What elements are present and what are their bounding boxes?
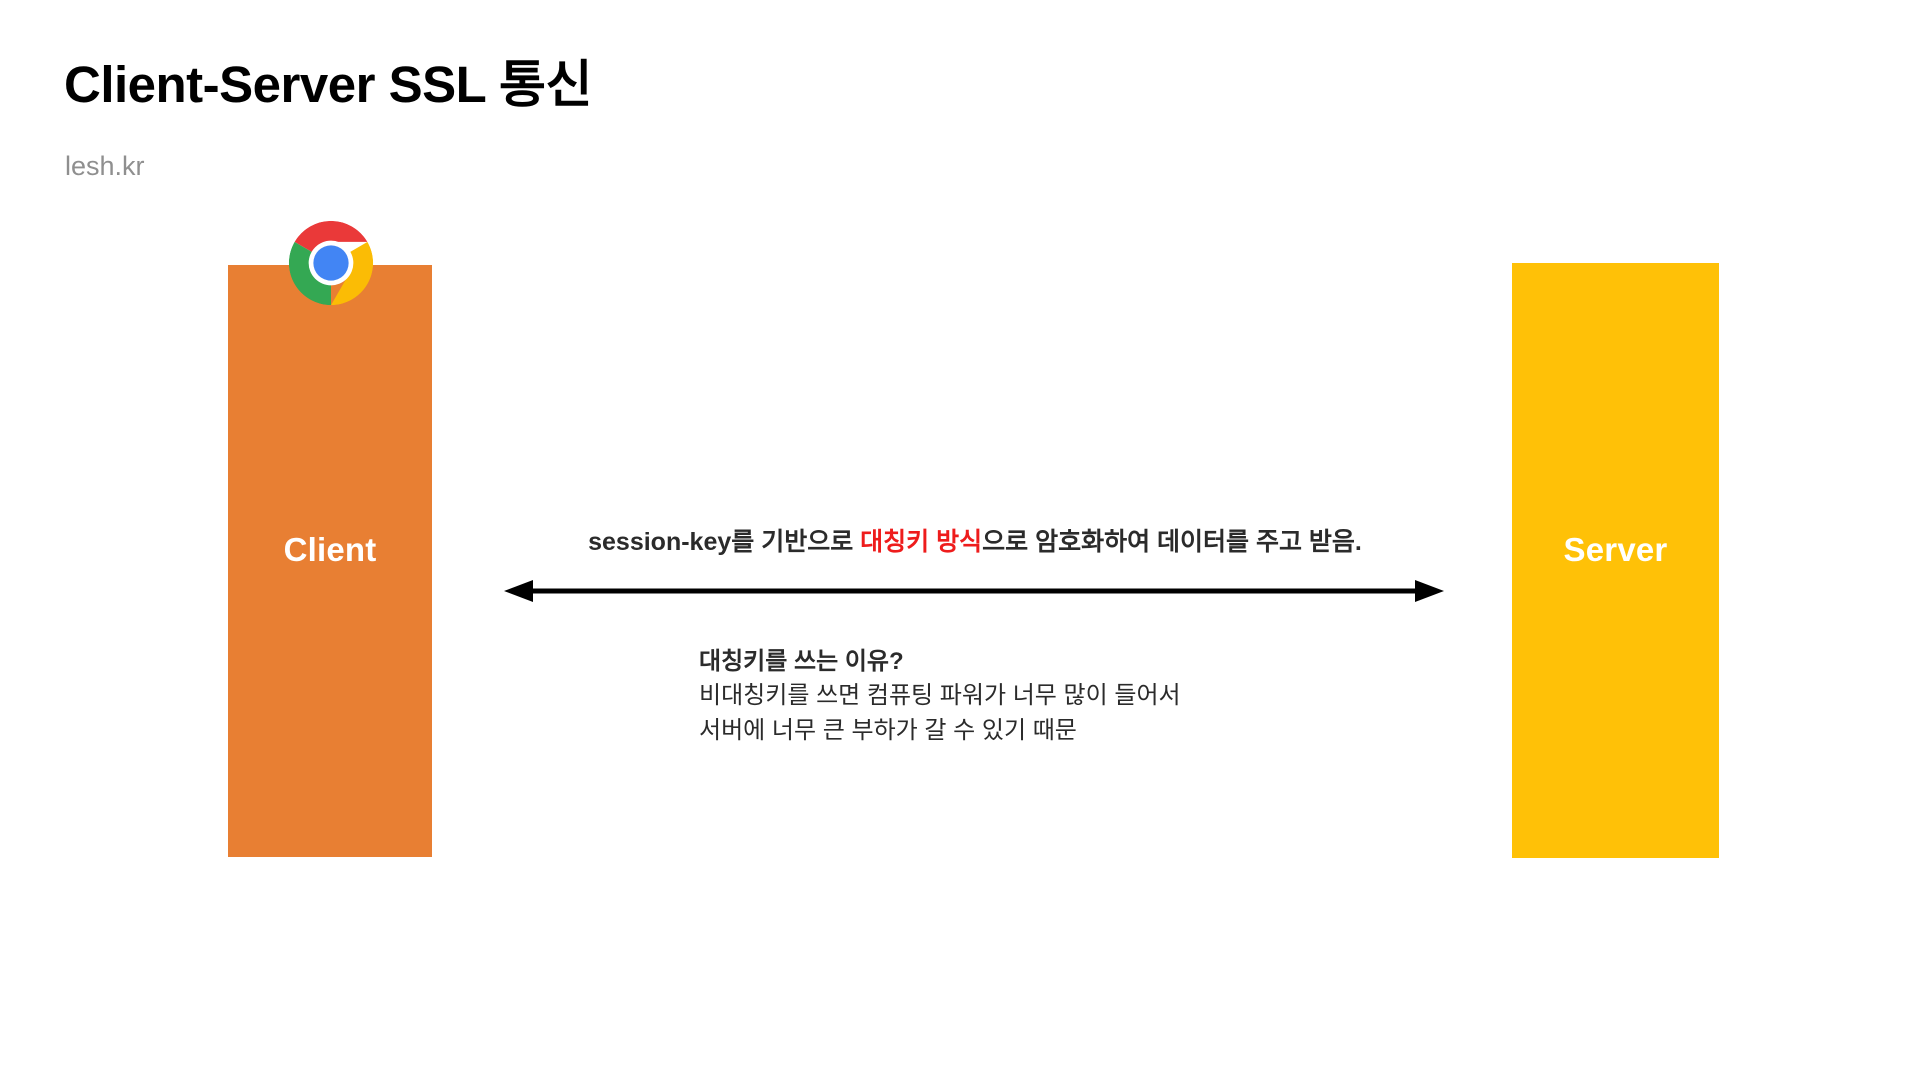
note-block: 대칭키를 쓰는 이유? 비대칭키를 쓰면 컴퓨팅 파워가 너무 많이 들어서 서… <box>699 645 1181 748</box>
diagram-node-server: Server <box>1512 263 1719 858</box>
page-subtitle: lesh.kr <box>65 151 145 181</box>
note-line-2: 서버에 너무 큰 부하가 갈 수 있기 때문 <box>699 716 1077 744</box>
diagram-node-client: Client <box>228 265 432 857</box>
connector-caption: session-key를 기반으로 대칭키 방식으로 암호화하여 데이터를 주고… <box>440 527 1510 558</box>
note-heading: 대칭키를 쓰는 이유? <box>699 648 904 675</box>
chrome-logo-icon <box>288 220 374 306</box>
note-line-1: 비대칭키를 쓰면 컴퓨팅 파워가 너무 많이 들어서 <box>699 682 1181 710</box>
client-node-label: Client <box>283 531 377 568</box>
caption-suffix: 으로 암호화하여 데이터를 주고 받음. <box>982 528 1362 556</box>
server-node-label: Server <box>1563 530 1668 568</box>
caption-highlight: 대칭키 방식 <box>860 528 983 556</box>
page-title: Client-Server SSL 통신 <box>64 56 592 113</box>
double-headed-arrow-icon <box>500 572 1448 610</box>
caption-prefix: session-key를 기반으로 <box>588 528 861 556</box>
